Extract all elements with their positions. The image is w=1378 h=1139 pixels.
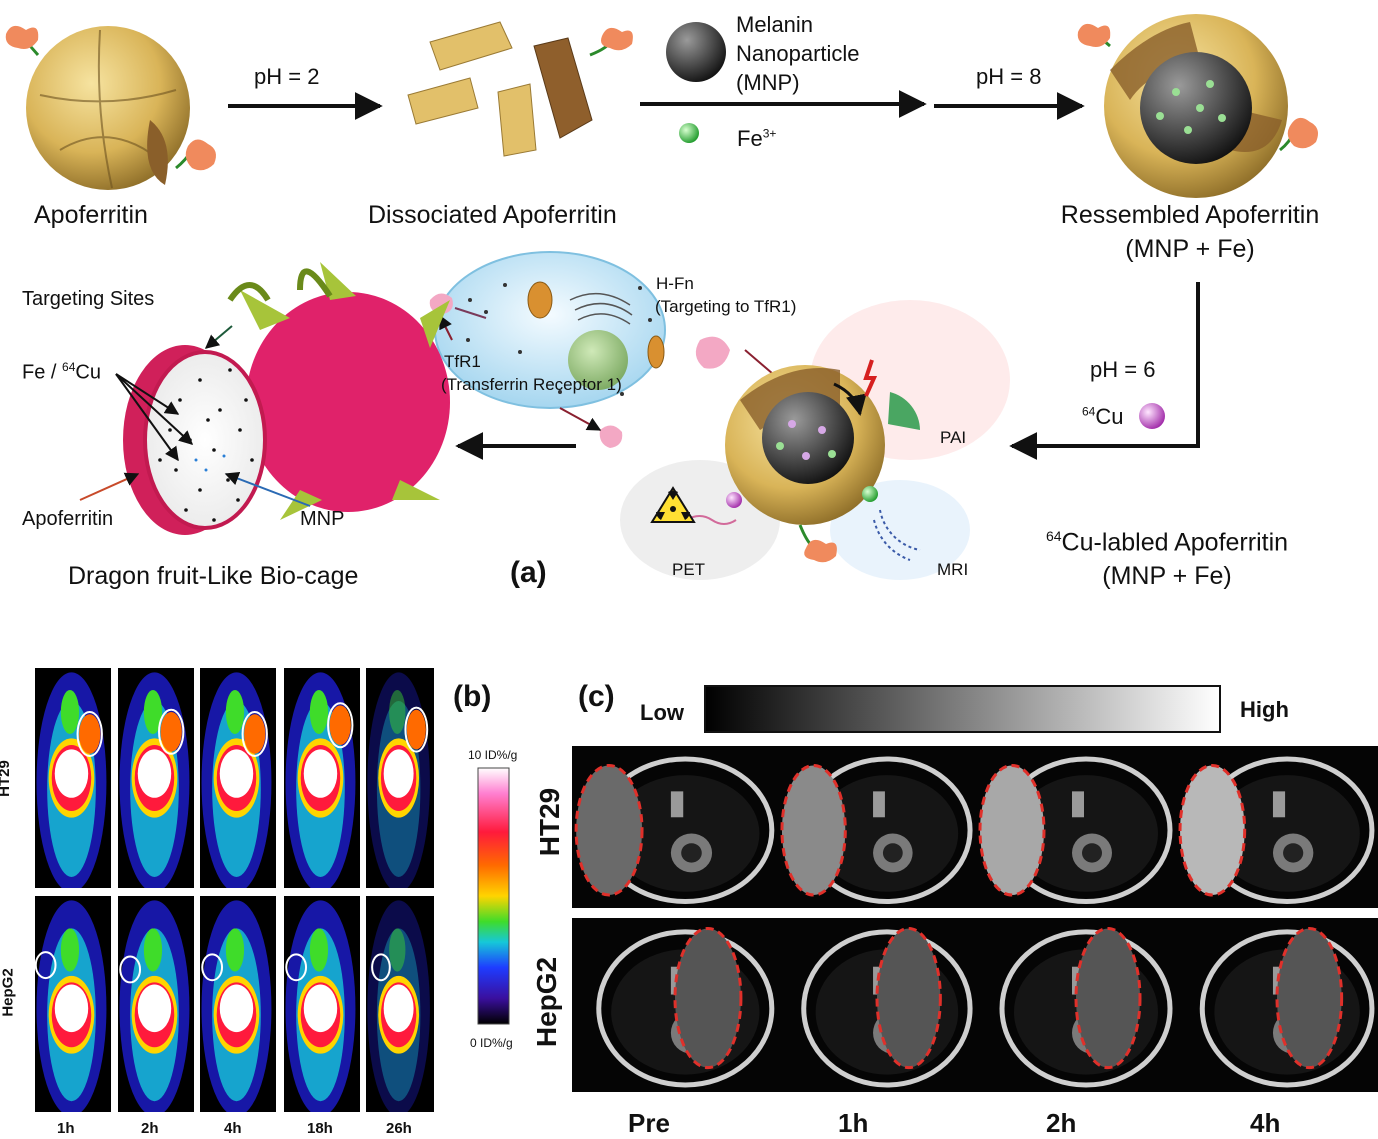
- fruit-cu-mass-number: 64: [62, 360, 76, 374]
- mri-image: [572, 746, 778, 908]
- label-mnp-abbrev: (MNP): [736, 70, 800, 95]
- mri-image: [778, 746, 976, 908]
- grayscale-scale-bar: [704, 685, 1221, 733]
- apoferritin-sphere: [5, 25, 216, 190]
- pet-time-4h: 4h: [224, 1120, 242, 1137]
- dragon-fruit-illustration: [79, 262, 450, 535]
- cell-illustration: [429, 251, 781, 448]
- labeled-text: Cu-labled Apoferritin: [1061, 528, 1289, 557]
- pet-row-label-hepg2: HepG2: [0, 968, 17, 1017]
- pet-colorbar: [477, 767, 510, 1025]
- colorbar-max-label: 10 ID%/g: [468, 748, 518, 762]
- pet-time-1h: 1h: [57, 1120, 75, 1137]
- fruit-cu-text: Cu: [75, 361, 101, 384]
- label-ph8: pH = 8: [976, 64, 1042, 89]
- label-dragon-fruit-caption: Dragon fruit-Like Bio-cage: [68, 562, 359, 590]
- dissociated-fragments: [407, 21, 633, 157]
- fe-superscript: 3+: [762, 126, 777, 141]
- label-hfn-targeting: (Targeting to TfR1): [655, 297, 797, 316]
- mri-image: [778, 918, 976, 1092]
- label-nanoparticle: Nanoparticle: [736, 41, 860, 66]
- label-cu-labeled-line1: 64Cu-labled Apoferritin: [1012, 528, 1322, 557]
- label-hfn: H-Fn: [656, 274, 694, 293]
- panel-label-b: (b): [453, 680, 492, 713]
- label-fruit-mnp: MNP: [300, 508, 345, 530]
- panel-label-a: (a): [510, 556, 547, 589]
- melanin-nanoparticle-sphere: [666, 22, 726, 82]
- pet-image: [35, 896, 111, 1112]
- cu-text: Cu: [1095, 404, 1124, 429]
- labeled-apoferritin: [685, 359, 921, 563]
- label-pet: PET: [672, 560, 706, 579]
- mri-time-4h: 4h: [1250, 1108, 1281, 1138]
- fe-slash-text: Fe /: [22, 361, 63, 384]
- mri-row-label-ht29: HT29: [534, 787, 566, 857]
- pet-time-18h: 18h: [307, 1120, 333, 1137]
- label-fe-cu: Fe / 64Cu: [22, 360, 101, 385]
- pet-image: [284, 896, 360, 1112]
- pet-time-2h: 2h: [141, 1120, 159, 1137]
- colorbar-min-label: 0 ID%/g: [470, 1036, 513, 1050]
- panel-label-c: (c): [578, 680, 615, 713]
- arrow-ph6-cu: [1009, 282, 1200, 460]
- pet-image: [118, 896, 194, 1112]
- mri-image: [976, 918, 1176, 1092]
- label-mri: MRI: [937, 560, 969, 579]
- pet-row-label-ht29: HT29: [0, 760, 13, 797]
- fe-ion-bead: [679, 123, 699, 143]
- pet-time-26h: 26h: [386, 1120, 412, 1137]
- grayscale-high-label: High: [1240, 697, 1289, 722]
- cu64-bead: [1139, 403, 1165, 429]
- radiation-warning-icon: [650, 486, 696, 523]
- mri-image: [572, 918, 778, 1092]
- labeled-mass-number: 64: [1045, 528, 1062, 544]
- label-targeting-sites: Targeting Sites: [22, 288, 155, 310]
- pet-image: [366, 668, 434, 888]
- label-tfr1: TfR1: [444, 352, 481, 371]
- mri-row-label-hepg2: HepG2: [531, 956, 563, 1048]
- label-transferrin-receptor: (Transferrin Receptor 1): [441, 375, 622, 394]
- label-pai: PAI: [940, 428, 967, 447]
- label-ph6: pH = 6: [1090, 357, 1156, 382]
- label-apoferritin: Apoferritin: [34, 201, 148, 229]
- label-cu-labeled-line2: (MNP + Fe): [1102, 562, 1232, 590]
- label-melanin: Melanin: [736, 12, 814, 37]
- grayscale-low-label: Low: [640, 700, 684, 725]
- pet-image: [366, 896, 434, 1112]
- label-fe3: Fe3+: [737, 126, 776, 152]
- pet-image: [35, 668, 111, 888]
- pet-image: [200, 668, 276, 888]
- mri-time-2h: 2h: [1046, 1108, 1077, 1138]
- label-dissociated-apoferritin: Dissociated Apoferritin: [368, 201, 617, 229]
- label-ph2: pH = 2: [254, 64, 320, 89]
- label-fruit-apoferritin: Apoferritin: [22, 508, 114, 530]
- pet-image: [284, 668, 360, 888]
- pet-image: [118, 668, 194, 888]
- cu-mass-number: 64: [1082, 404, 1096, 419]
- label-reassembled-line1: Ressembled Apoferritin: [1060, 201, 1320, 229]
- reassembled-apoferritin: [1077, 14, 1318, 198]
- label-reassembled-line2: (MNP + Fe): [1125, 235, 1255, 263]
- mri-time-pre: Pre: [628, 1108, 670, 1138]
- fe-text: Fe: [737, 126, 763, 151]
- mri-image: [1176, 918, 1378, 1092]
- pet-image: [200, 896, 276, 1112]
- label-cu64: 64Cu: [1082, 404, 1123, 430]
- mri-image: [1176, 746, 1378, 908]
- mri-time-1h: 1h: [838, 1108, 869, 1138]
- mri-image: [976, 746, 1176, 908]
